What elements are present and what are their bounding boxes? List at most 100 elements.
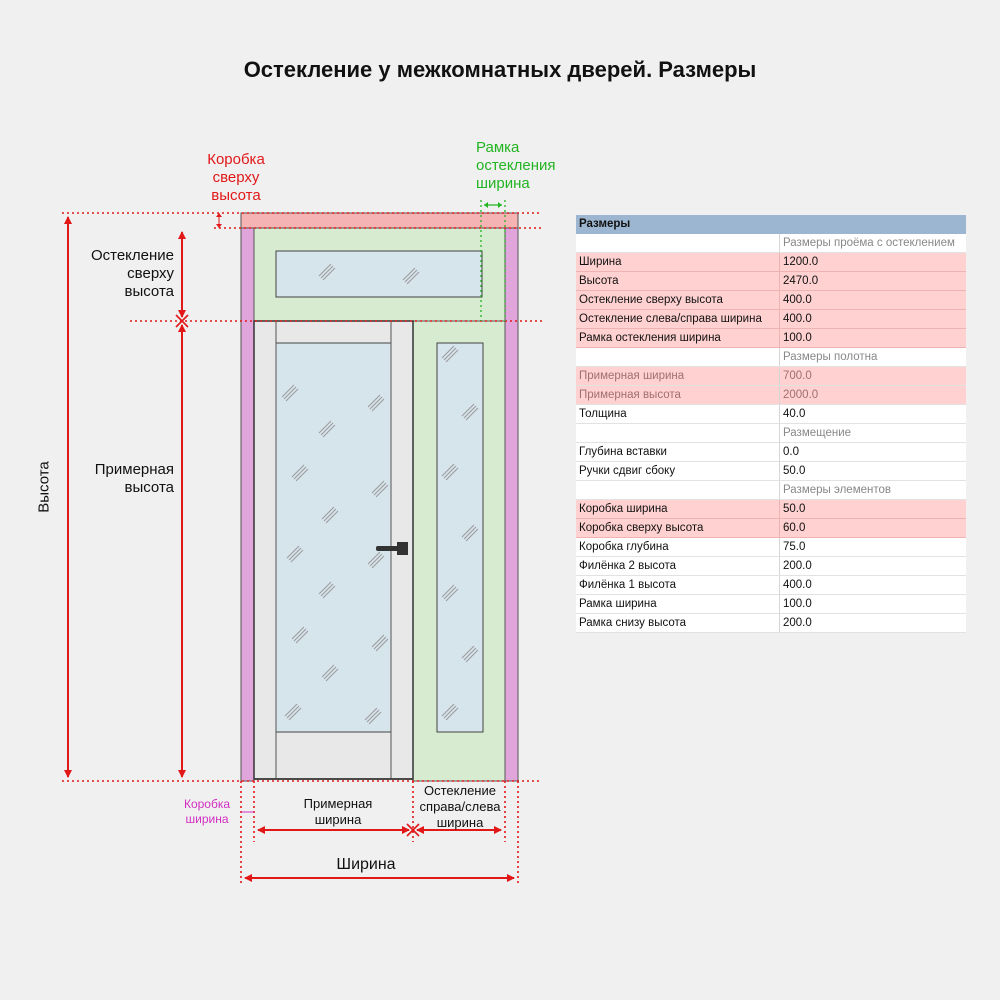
label-line: Остекление (424, 783, 496, 798)
property-name: Филёнка 2 высота (576, 557, 780, 575)
property-name (576, 424, 780, 442)
property-name: Толщина (576, 405, 780, 423)
property-value[interactable]: 400.0 (783, 313, 812, 325)
glazing-frame-width-label: Рамка остекления ширина (476, 139, 576, 193)
property-name: Коробка сверху высота (576, 519, 780, 537)
label-line: высота (124, 283, 174, 300)
label-line: высота (211, 187, 261, 204)
property-value[interactable]: 0.0 (783, 446, 799, 458)
approx-width-label: Примерная ширина (283, 796, 393, 828)
property-name: Примерная ширина (576, 367, 780, 385)
properties-group-row[interactable]: Размеры элементов (576, 481, 966, 500)
label-line: Примерная (94, 461, 174, 478)
property-name: Филёнка 1 высота (576, 576, 780, 594)
property-value[interactable]: 2000.0 (783, 389, 819, 401)
label-line: Примерная (303, 796, 373, 811)
property-value[interactable]: 200.0 (783, 560, 812, 572)
property-value[interactable]: 2470.0 (783, 275, 819, 287)
frame-left (240, 227, 255, 782)
glazing-side-glass (436, 342, 484, 733)
property-name: Ручки сдвиг сбоку (576, 462, 780, 480)
property-value[interactable]: 400.0 (783, 579, 812, 591)
label-line: сверху (212, 169, 260, 186)
property-value[interactable]: 75.0 (783, 541, 806, 553)
property-value[interactable]: 100.0 (783, 598, 812, 610)
property-name (576, 481, 780, 499)
property-value[interactable]: 400.0 (783, 294, 812, 306)
door-handle (376, 542, 408, 555)
glazing-top-glass (275, 250, 483, 298)
property-value[interactable]: 50.0 (783, 503, 806, 515)
property-group-title: Размеры проёма с остеклением (783, 237, 955, 249)
vertical-guides (240, 781, 519, 885)
property-group-title: Размеры полотна (783, 351, 878, 363)
label-line: ширина (436, 815, 484, 830)
horizontal-guides (62, 212, 542, 782)
property-name: Рамка остекления ширина (576, 329, 780, 347)
property-value[interactable]: 100.0 (783, 332, 812, 344)
property-value[interactable]: 1200.0 (783, 256, 819, 268)
property-name: Высота (576, 272, 780, 290)
properties-group-row[interactable]: Размеры полотна (576, 348, 966, 367)
property-group-title: Размещение (783, 427, 852, 439)
width-label: Ширина (336, 856, 396, 873)
label-line: Коробка (207, 151, 265, 168)
property-value[interactable]: 50.0 (783, 465, 806, 477)
property-value[interactable]: 40.0 (783, 408, 806, 420)
frame-top (240, 212, 519, 229)
approx-height-label: Примерная высота (60, 461, 174, 497)
label-line: Рамка (476, 139, 520, 156)
label-line: ширина (185, 812, 229, 826)
label-line: сверху (127, 265, 174, 282)
property-name: Остекление сверху высота (576, 291, 780, 309)
property-value[interactable]: 700.0 (783, 370, 812, 382)
property-name: Коробка глубина (576, 538, 780, 556)
property-name (576, 348, 780, 366)
dimension-lines (64, 216, 515, 882)
property-name: Рамка ширина (576, 595, 780, 613)
page-title: Остекление у межкомнатных дверей. Размер… (243, 57, 757, 82)
property-name: Глубина вставки (576, 443, 780, 461)
property-value[interactable]: 60.0 (783, 522, 806, 534)
label-line: Коробка (183, 797, 231, 811)
glass-hatch (281, 263, 479, 725)
property-name: Рамка снизу высота (576, 614, 780, 632)
properties-group-row[interactable]: Размеры проёма с остеклением (576, 234, 966, 253)
property-name: Примерная высота (576, 386, 780, 404)
frame-width-label: Коробка ширина (176, 797, 238, 827)
property-name (576, 234, 780, 252)
property-name: Ширина (576, 253, 780, 271)
property-value[interactable]: 200.0 (783, 617, 812, 629)
label-line: высота (124, 479, 174, 496)
label-line: Остекление (90, 247, 174, 264)
frame-top-height-label: Коробка сверху высота (196, 151, 276, 205)
label-line: справа/слева (419, 799, 501, 814)
frame-right (504, 227, 519, 782)
glazing-side-width-label: Остекление справа/слева ширина (408, 783, 512, 831)
properties-group-row[interactable]: Размещение (576, 424, 966, 443)
glazing-frame-guides (480, 200, 506, 321)
height-label: Высота (35, 461, 53, 513)
property-group-title: Размеры элементов (783, 484, 892, 496)
label-line: остекления (476, 157, 556, 174)
